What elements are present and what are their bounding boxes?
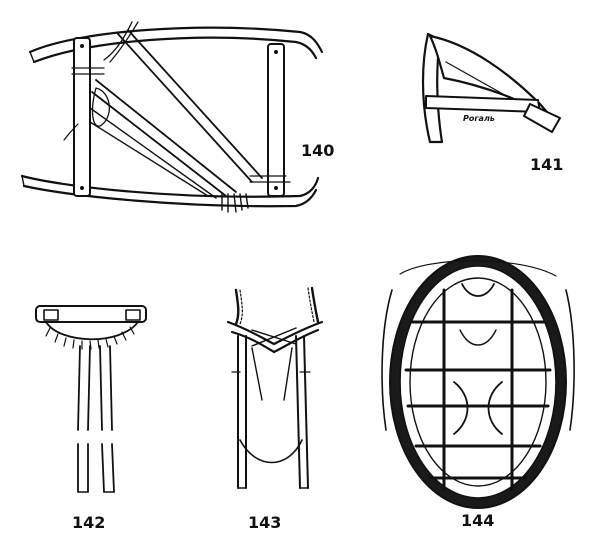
figure-number: 141 xyxy=(530,155,563,174)
figure-number: 140 xyxy=(301,141,334,160)
figure-143: 143 xyxy=(226,286,324,532)
figure-number: 142 xyxy=(72,513,105,532)
figure-140: 140 xyxy=(20,21,334,213)
figure-141: Рогаль 141 xyxy=(421,32,563,174)
figure-144: 144 xyxy=(381,255,575,530)
part-annotation: Рогаль xyxy=(463,114,495,123)
figure-number: 144 xyxy=(461,511,494,530)
figure-number: 143 xyxy=(248,513,281,532)
figure-142: 142 xyxy=(35,305,147,532)
